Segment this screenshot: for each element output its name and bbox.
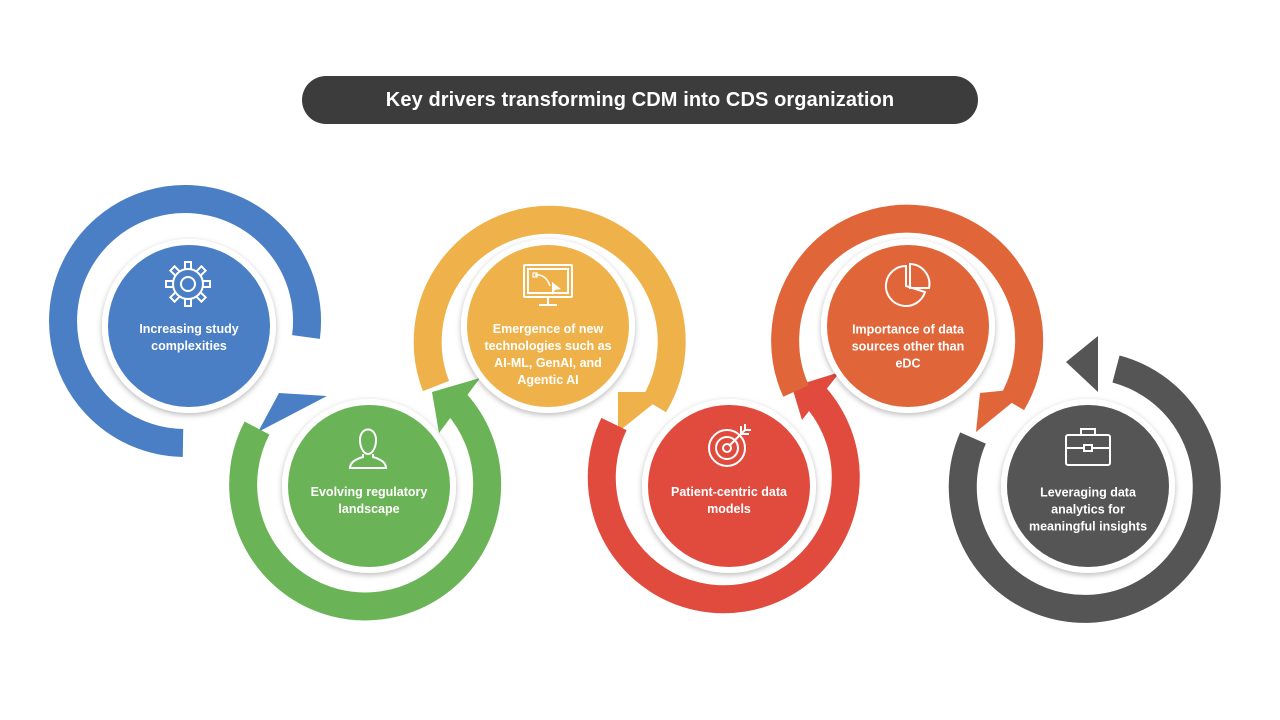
ring-evolving-regulatory-landscape <box>229 378 502 621</box>
node-patient-centric-data-models <box>642 399 816 573</box>
driver-label-4: Patient-centric data models <box>670 485 787 516</box>
driver-label-2: Evolving regulatory landscape <box>310 485 428 516</box>
briefcase-icon <box>1065 428 1111 466</box>
ring-emergence-of-new-technologies <box>413 205 686 432</box>
ring-increasing-study-complexities <box>49 185 327 457</box>
monitor-pen-icon <box>523 264 573 306</box>
ring-leveraging-data-analytics <box>948 336 1221 623</box>
node-importance-of-data-sources <box>821 239 995 413</box>
arrowhead-yellow <box>618 392 668 432</box>
node-evolving-regulatory-landscape <box>282 399 456 573</box>
diagram-title: Key drivers transforming CDM into CDS or… <box>302 76 978 124</box>
driver-label-5: Importance of data sources other than eD… <box>851 322 965 371</box>
driver-label-1: Increasing study complexities <box>139 322 239 353</box>
arrowhead-blue <box>258 393 327 432</box>
arrowhead-gray <box>1066 336 1098 392</box>
arrowhead-green <box>432 378 480 433</box>
gear-icon <box>165 261 211 307</box>
node-emergence-of-new-technologies <box>461 239 635 413</box>
arrowhead-orange <box>976 388 1030 432</box>
node-leveraging-data-analytics <box>1001 399 1175 573</box>
person-icon <box>348 428 388 469</box>
target-icon <box>708 424 751 467</box>
ring-importance-of-data-sources <box>771 204 1044 432</box>
driver-label-3: Emergence of new technologies such as AI… <box>484 322 612 387</box>
pie-chart-icon <box>884 262 931 307</box>
driver-label-6: Leveraging data analytics for meaningful… <box>1028 485 1148 534</box>
node-increasing-study-complexities <box>102 239 276 413</box>
